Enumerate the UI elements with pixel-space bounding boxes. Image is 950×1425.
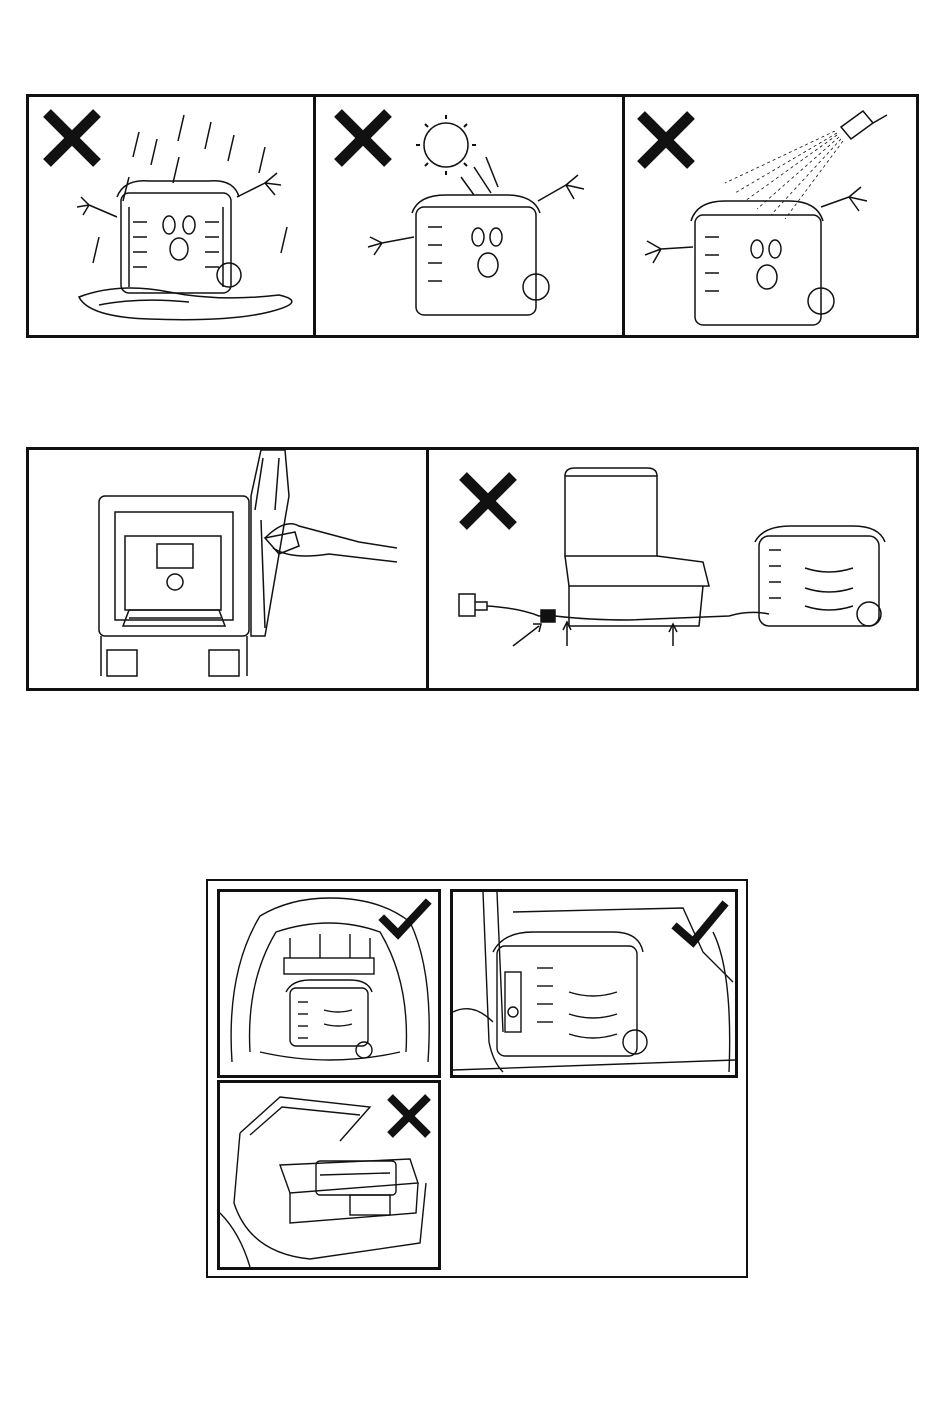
cross-mark-icon	[463, 476, 513, 526]
water-spray-warning-panel	[622, 97, 919, 335]
rear-floor-panel	[450, 889, 738, 1078]
hatchback-trunk-panel	[217, 889, 441, 1078]
cross-mark-icon	[47, 113, 97, 163]
sun-icon	[424, 123, 468, 167]
cooler-icon	[497, 946, 637, 1056]
sedan-trunk-illustration	[220, 1083, 438, 1267]
cross-mark-icon	[641, 115, 691, 165]
cleaning-illustration	[29, 450, 426, 688]
rain-warning-panel	[29, 97, 313, 335]
wall-socket-icon	[459, 594, 475, 616]
cross-mark-icon	[390, 1097, 428, 1135]
usage-row	[26, 447, 919, 691]
sedan-trunk-panel	[217, 1080, 441, 1270]
rear-floor-illustration	[453, 892, 735, 1075]
cross-mark-icon	[338, 113, 388, 163]
rain-illustration	[29, 97, 313, 335]
water-spray-illustration	[625, 97, 919, 335]
cord-under-seat-panel	[426, 450, 919, 688]
sun-illustration	[316, 97, 622, 335]
sun-warning-panel	[313, 97, 622, 335]
weather-warning-row	[26, 94, 919, 338]
hatchback-trunk-illustration	[220, 892, 438, 1075]
cleaning-interior-panel	[29, 450, 426, 688]
cord-under-seat-illustration	[429, 450, 919, 688]
